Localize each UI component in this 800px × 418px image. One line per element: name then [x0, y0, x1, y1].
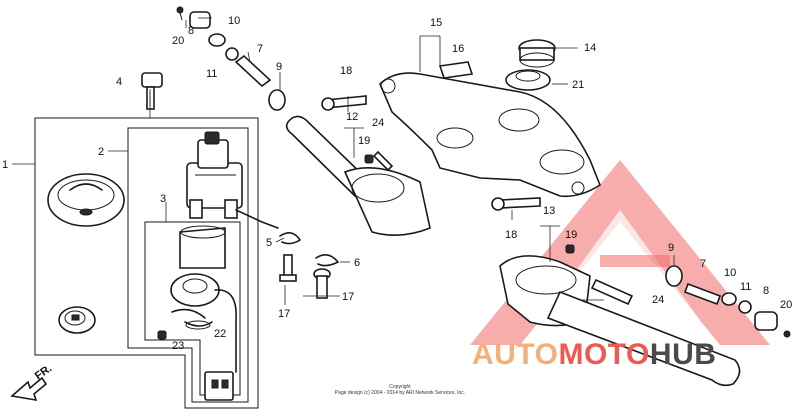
callout-15: 15 — [430, 17, 442, 29]
front-direction-arrow: FR. — [10, 362, 54, 402]
callout-17a: 17 — [278, 308, 290, 320]
part-8-lower — [754, 311, 778, 331]
callout-5: 5 — [266, 237, 272, 249]
callout-7-lower: 7 — [700, 258, 706, 270]
screw-19b — [565, 244, 575, 254]
copyright-line: Page design (c) 2004 - 2014 by ARI Netwo… — [334, 390, 466, 396]
part-11-upper — [225, 47, 239, 61]
watermark-text: AUTOMOTOHUB — [472, 338, 716, 371]
watermark-auto: AUTO — [472, 338, 558, 371]
callout-20-lower: 20 — [780, 299, 792, 311]
callout-10-lower: 10 — [724, 267, 736, 279]
group-frame-inner — [127, 127, 249, 403]
callout-2: 2 — [98, 146, 104, 158]
part-7-lower — [683, 282, 722, 306]
plate-16 — [438, 61, 474, 79]
callout-16: 16 — [452, 43, 464, 55]
callout-18a: 18 — [340, 65, 352, 77]
callout-17b: 17 — [342, 291, 354, 303]
callout-1: 1 — [2, 159, 8, 171]
callout-20-upper: 20 — [172, 35, 184, 47]
left-handlebar-part — [285, 115, 431, 236]
top-bridge-part — [379, 72, 601, 198]
group-frame-left — [34, 117, 259, 409]
callout-12: 12 — [346, 111, 358, 123]
callout-14: 14 — [584, 42, 596, 54]
callout-19a: 19 — [358, 135, 370, 147]
cap-14 — [518, 39, 556, 68]
front-direction-label: FR. — [33, 362, 54, 382]
callout-8-lower: 8 — [763, 285, 769, 297]
callout-21: 21 — [572, 79, 584, 91]
callout-7-upper: 7 — [257, 43, 263, 55]
leader-lines — [12, 17, 675, 305]
bolt-17a — [279, 254, 297, 282]
callout-11-upper: 11 — [206, 68, 217, 80]
callout-19b: 19 — [565, 229, 577, 241]
fastener-23 — [157, 330, 167, 340]
bolt-18a — [321, 95, 367, 111]
callout-6: 6 — [354, 257, 360, 269]
part-8-upper — [189, 11, 211, 29]
callout-18b: 18 — [505, 229, 517, 241]
clip-6 — [315, 254, 339, 267]
callout-10-upper: 10 — [228, 15, 240, 27]
callout-9-lower: 9 — [668, 242, 674, 254]
callout-9-upper: 9 — [276, 61, 282, 73]
watermark-moto: MOTO — [558, 338, 649, 371]
callout-8-upper: 8 — [188, 25, 194, 37]
cylinder-lock-part — [58, 306, 96, 334]
part-9-upper — [268, 89, 286, 111]
watermark-logo-bar — [600, 255, 670, 267]
bolt-17b — [313, 268, 331, 299]
part-20-upper — [176, 6, 184, 21]
switch-base-part — [170, 225, 237, 401]
copyright-title: Copyright — [389, 384, 411, 390]
nut-21 — [505, 69, 551, 91]
screw-19a — [364, 154, 374, 164]
part-11-lower — [738, 300, 752, 314]
callout-24b: 24 — [652, 294, 664, 306]
bolt-24a — [372, 150, 394, 172]
callout-11-lower: 11 — [740, 281, 751, 293]
lock-cap-part — [47, 173, 125, 227]
group-frame-sub — [144, 221, 241, 396]
fastener-22 — [184, 320, 213, 330]
part-10-lower — [721, 292, 737, 306]
watermark-hub: HUB — [650, 338, 717, 371]
callout-24a: 24 — [372, 117, 384, 129]
part-10-upper — [208, 33, 226, 47]
callout-labels: 1 2 3 4 5 6 17 17 22 23 20 8 10 11 7 9 1… — [2, 15, 792, 352]
bolt-18b — [491, 197, 541, 211]
clip-5 — [279, 232, 301, 245]
part-7-upper — [234, 54, 272, 88]
callout-3: 3 — [160, 193, 166, 205]
callout-13: 13 — [543, 205, 555, 217]
key-part — [141, 72, 163, 110]
part-20-lower — [783, 330, 791, 338]
right-handlebar-part — [499, 255, 741, 387]
callout-23: 23 — [172, 340, 184, 352]
copyright-block: Copyright Page design (c) 2004 - 2014 by… — [300, 384, 500, 396]
part-9-lower — [665, 265, 683, 287]
svg-text:AUTOMOTOHUB: AUTOMOTOHUB — [472, 338, 716, 371]
ignition-switch-part — [186, 131, 279, 229]
callout-22: 22 — [214, 328, 226, 340]
bolt-24b — [590, 278, 634, 306]
callout-4: 4 — [116, 76, 122, 88]
